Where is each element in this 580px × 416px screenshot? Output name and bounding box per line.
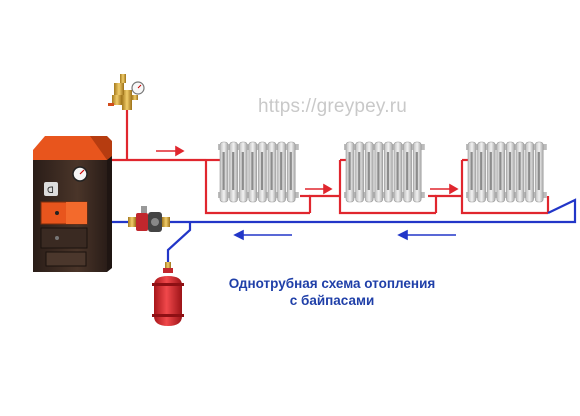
bypass-link-1 bbox=[308, 194, 340, 213]
supply-pipes bbox=[107, 110, 550, 215]
boiler-lower-door bbox=[40, 227, 88, 249]
boiler-top-panel bbox=[33, 136, 107, 160]
svg-text:ᗡ: ᗡ bbox=[47, 185, 54, 195]
radiator-1 bbox=[218, 141, 299, 203]
return-arrow-1 bbox=[233, 229, 292, 241]
bypass-segment-1 bbox=[204, 160, 310, 215]
supply-arrows bbox=[156, 145, 459, 195]
air-vent-icon bbox=[114, 83, 124, 95]
safety-valve-icon bbox=[112, 95, 122, 105]
return-arrow-2 bbox=[397, 229, 456, 241]
circulation-pump bbox=[128, 206, 170, 232]
boiler: ᗡ bbox=[33, 136, 112, 272]
watermark: https://greypey.ru bbox=[258, 96, 407, 117]
boiler-ash-door bbox=[45, 251, 87, 267]
radiator-3 bbox=[466, 141, 547, 203]
bypass-link-2 bbox=[434, 194, 462, 213]
supply-arrow-1 bbox=[156, 145, 185, 157]
return-main bbox=[190, 198, 577, 224]
boiler-logo-icon bbox=[44, 182, 58, 196]
caption-line-1: Однотрубная схема отопления bbox=[228, 276, 436, 291]
supply-arrow-3 bbox=[430, 183, 459, 195]
safety-group-body bbox=[122, 90, 132, 110]
safety-group bbox=[108, 74, 145, 110]
bypass-segment-3 bbox=[460, 196, 548, 215]
return-arrows bbox=[233, 229, 456, 241]
tank-body bbox=[154, 276, 182, 326]
bypass-segment-2 bbox=[338, 196, 436, 215]
radiator-2 bbox=[344, 141, 425, 203]
pump-motor bbox=[136, 213, 148, 231]
expansion-tank bbox=[152, 262, 184, 326]
tank-branch bbox=[166, 222, 192, 268]
supply-arrow-2 bbox=[305, 183, 333, 195]
caption-line-2: с байпасами bbox=[289, 293, 375, 308]
